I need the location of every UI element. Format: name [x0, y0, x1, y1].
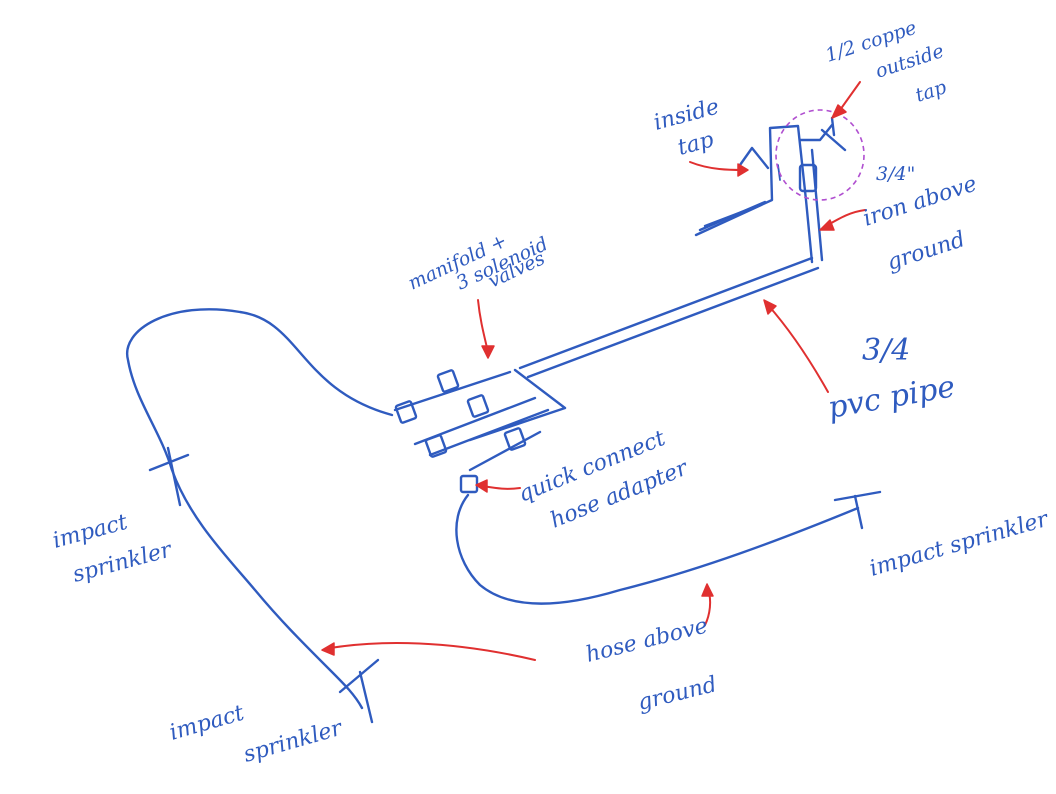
vertical-iron-pipe [810, 148, 824, 262]
house-wall-inner-2 [703, 203, 762, 228]
label-hose-2: ground [635, 672, 719, 716]
arrow-pvc [767, 304, 829, 393]
quick-connect-adapter [459, 474, 479, 494]
outside-tap-highlight [775, 109, 865, 201]
label-pvc-2: pvc pipe [825, 369, 957, 426]
label-iron-1: 3/4" [876, 163, 915, 185]
pvc-pipe-upper [518, 256, 814, 370]
manifold-frame [393, 368, 567, 472]
valve-1 [394, 400, 418, 424]
label-iron-3: ground [884, 227, 968, 276]
labels: 1/2 coppe outside tap inside tap 3/4" ir… [50, 17, 1052, 768]
outside-tap-valve [798, 116, 847, 152]
arrow-inside-tap [689, 161, 745, 171]
label-inside-tap-1: inside [651, 94, 722, 135]
label-impact-right: impact sprinkler [867, 507, 1052, 582]
sprinkler-left [148, 446, 190, 507]
arrow-copper [839, 81, 861, 111]
outside-tap-body [798, 163, 818, 193]
pvc-pipe-lower [526, 266, 820, 379]
manifold [393, 368, 567, 494]
valve-3 [424, 434, 448, 458]
hose-left [125, 308, 394, 710]
arrow-manifold [477, 299, 489, 353]
pvc-pipe [518, 256, 820, 379]
arrow-bottom [329, 642, 536, 661]
label-impact-left-1: impact [50, 510, 130, 554]
label-inside-tap-2: tap [675, 127, 716, 160]
label-copper-3: tap [913, 76, 949, 107]
inside-tap-valve [738, 146, 770, 170]
valve-2 [436, 369, 460, 393]
sprinkler-bottom [338, 658, 380, 724]
label-impact-bottom-2: sprinkler [241, 715, 346, 767]
label-impact-bottom-1: impact [167, 701, 247, 746]
sprinkler-right [833, 490, 882, 530]
valve-5 [503, 427, 527, 451]
label-pvc-1: 3/4 [862, 333, 910, 368]
valve-4 [466, 394, 490, 418]
hose-right [455, 493, 860, 605]
label-hose-1: hose above [583, 613, 710, 667]
house-plumbing [694, 116, 847, 264]
annotation-arrows [321, 81, 866, 661]
